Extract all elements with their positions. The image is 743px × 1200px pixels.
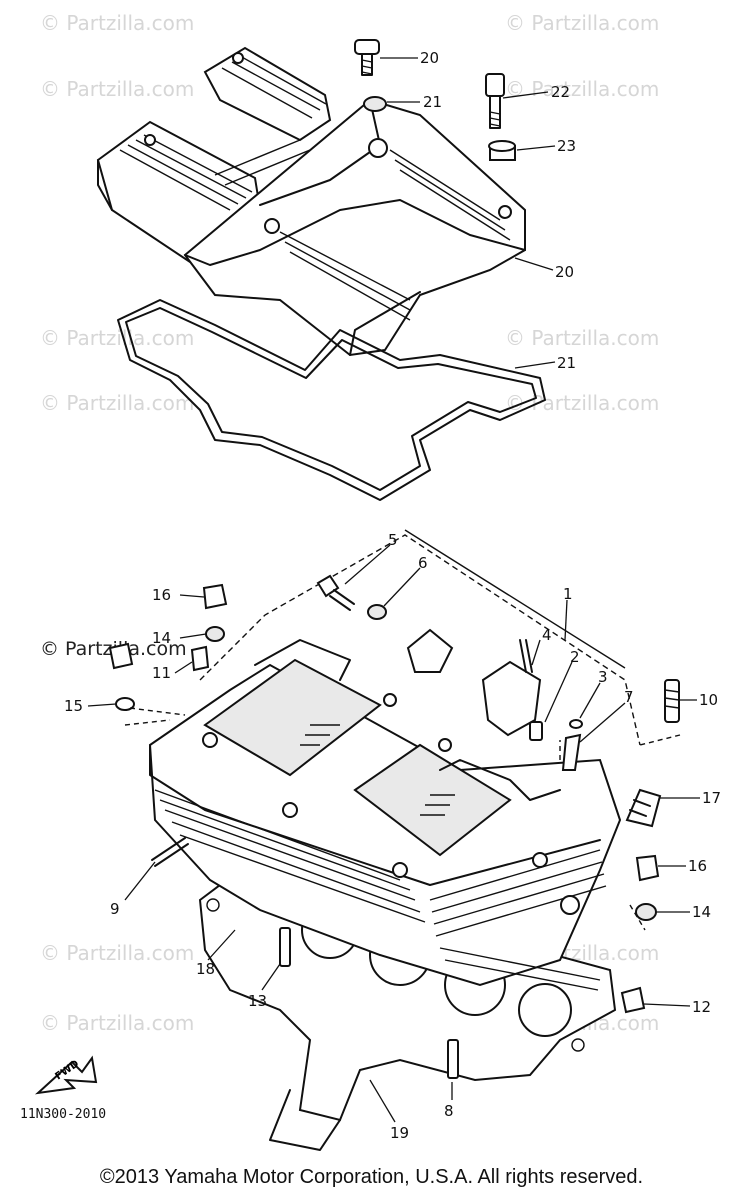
- callout-17: 17: [702, 789, 721, 807]
- alignment-lines: [124, 707, 681, 931]
- callout-24: 22: [551, 83, 570, 101]
- callout-3: 3: [598, 668, 608, 686]
- watermark: © Partzilla.com: [40, 326, 194, 350]
- top-fasteners: [354, 39, 516, 161]
- callout-20: 20: [555, 263, 574, 281]
- callout-9: 9: [110, 900, 120, 918]
- callout-14-upper: 14: [152, 629, 171, 647]
- callout-15: 15: [64, 697, 83, 715]
- drawing-code: 11N300-2010: [20, 1107, 106, 1122]
- callout-25: 23: [557, 137, 576, 155]
- callout-23: 21: [423, 93, 442, 111]
- callout-16-lower: 16: [688, 857, 707, 875]
- callout-12: 12: [692, 998, 711, 1016]
- callout-13: 13: [248, 992, 267, 1010]
- watermark: © Partzilla.com: [505, 77, 659, 101]
- watermark: © Partzilla.com: [40, 11, 194, 35]
- cylinder-head-cover: [96, 46, 526, 357]
- callout-1: 1: [563, 585, 573, 603]
- watermark: © Partzilla.com: [505, 11, 659, 35]
- callout-19: 19: [390, 1124, 409, 1142]
- callout-4: 4: [542, 626, 552, 644]
- watermark: © Partzilla.com: [40, 1011, 194, 1035]
- callout-7: 7: [624, 688, 634, 706]
- front-direction-arrow: FWD: [34, 1055, 98, 1095]
- callout-5: 5: [388, 531, 398, 549]
- watermark-layer: © Partzilla.com © Partzilla.com © Partzi…: [40, 11, 659, 1035]
- watermark: © Partzilla.com: [505, 326, 659, 350]
- watermark: © Partzilla.com: [40, 77, 194, 101]
- watermark: © Partzilla.com: [505, 391, 659, 415]
- lower-fasteners: [108, 574, 680, 1079]
- copyright-notice: ©2013 Yamaha Motor Corporation, U.S.A. A…: [99, 1166, 644, 1188]
- callout-10: 10: [699, 691, 718, 709]
- callout-8: 8: [444, 1102, 454, 1120]
- watermark: © Partzilla.com: [40, 941, 194, 965]
- callout-11: 11: [152, 664, 171, 682]
- callout-14-lower: 14: [692, 903, 711, 921]
- callout-21: 21: [557, 354, 576, 372]
- callouts: 20 21 22 23 20 21 5 6 1 4 2 3 7 10 16 14…: [64, 49, 721, 1142]
- cylinder-head: [148, 529, 641, 1151]
- cover-gasket: [117, 299, 546, 501]
- callout-6: 6: [418, 554, 428, 572]
- watermark: © Partzilla.com: [40, 391, 194, 415]
- callout-18: 18: [196, 960, 215, 978]
- callout-16-upper: 16: [152, 586, 171, 604]
- callout-22: 20: [420, 49, 439, 67]
- callout-2: 2: [570, 648, 580, 666]
